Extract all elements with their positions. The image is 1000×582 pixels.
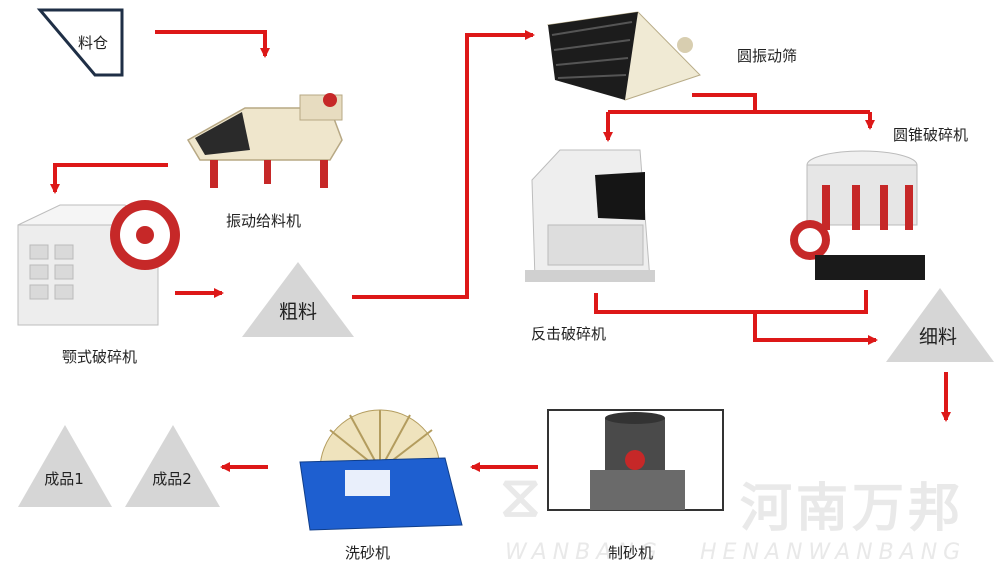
product1-label: 成品1	[44, 470, 84, 488]
fine-label: 细料	[919, 326, 957, 348]
sand-washer-label: 洗砂机	[341, 541, 395, 564]
fine-heap: 细料	[886, 288, 994, 362]
coarse-label: 粗料	[279, 301, 317, 323]
watermark-logo: ⧖	[500, 462, 541, 530]
watermark-cn: 河南万邦	[740, 479, 965, 539]
silo-label: 料仓	[78, 34, 109, 52]
arrow-coarse-to-screen	[352, 30, 535, 299]
sand-washer-machine	[299, 409, 463, 531]
arrow-crushers-to-fine	[594, 290, 876, 340]
cone-crusher-machine	[790, 150, 925, 280]
jaw-crusher-machine	[17, 200, 180, 326]
vibrating-screen-label: 圆振动筛	[733, 44, 802, 67]
sand-maker-label: 制砂机	[608, 544, 654, 562]
impact-crusher-label: 反击破碎机	[527, 322, 611, 345]
arrow-silo-to-feeder	[155, 30, 270, 58]
vibrating-feeder-machine	[186, 93, 343, 188]
vibrating-feeder-label: 振动给料机	[222, 209, 306, 232]
cone-crusher-label: 圆锥破碎机	[889, 123, 973, 146]
silo-icon	[36, 8, 124, 77]
product2-heap: 成品2	[125, 425, 220, 507]
arrow-feeder-to-jaw	[50, 163, 168, 194]
product2-label: 成品2	[152, 470, 192, 488]
arrow-screen-split	[608, 93, 870, 114]
impact-crusher-machine	[525, 149, 655, 282]
product1-heap: 成品1	[18, 425, 112, 507]
vibrating-screen-machine	[546, 11, 701, 101]
sand-maker-machine	[547, 409, 724, 511]
watermark-henan: HENANWANBANG	[700, 540, 967, 565]
jaw-crusher-label: 颚式破碎机	[58, 345, 142, 368]
watermark-wanbang: WANBANG	[505, 540, 663, 565]
coarse-heap: 粗料	[242, 262, 354, 337]
